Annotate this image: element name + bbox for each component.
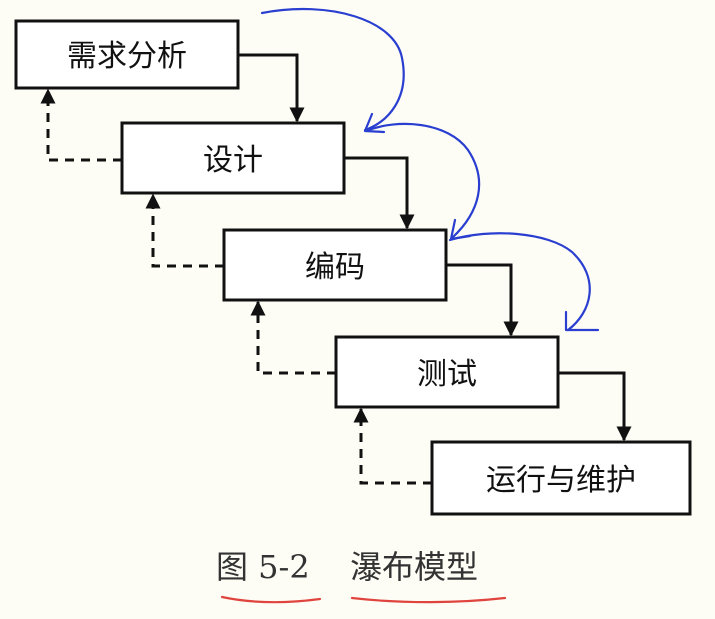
handwritten-underline: [220, 595, 322, 604]
handwritten-curve: [364, 122, 481, 240]
forward-arrow: [446, 263, 519, 337]
handwritten-curve: [260, 7, 405, 132]
phase-box-testing: 测试: [334, 335, 560, 409]
forward-arrow: [238, 53, 305, 123]
phase-label: 设计: [203, 143, 263, 178]
phase-label: 运行与维护: [486, 463, 636, 498]
phase-box-maintenance: 运行与维护: [430, 440, 692, 516]
feedback-arrow: [353, 407, 432, 485]
handwritten-arrowhead: [564, 310, 600, 332]
feedback-arrow: [250, 300, 336, 375]
feedback-arrow: [40, 88, 122, 162]
phase-box-design: 设计: [120, 121, 346, 195]
figure-caption: 图 5-2 瀑布模型: [216, 548, 507, 604]
handwritten-underline: [350, 596, 507, 604]
phase-label: 测试: [417, 357, 477, 392]
handwritten-curve: [448, 232, 591, 332]
phase-label: 编码: [305, 250, 365, 285]
figure-title: 瀑布模型: [350, 548, 478, 586]
phase-label: 需求分析: [67, 39, 187, 74]
forward-arrow: [344, 156, 415, 230]
handwritten-loop-arrows: [260, 7, 600, 332]
phase-box-coding: 编码: [222, 228, 448, 302]
forward-arrow: [558, 371, 632, 442]
figure-number: 图 5-2: [216, 548, 310, 586]
feedback-arrow: [145, 193, 224, 268]
phase-box-requirements: 需求分析: [14, 19, 240, 90]
